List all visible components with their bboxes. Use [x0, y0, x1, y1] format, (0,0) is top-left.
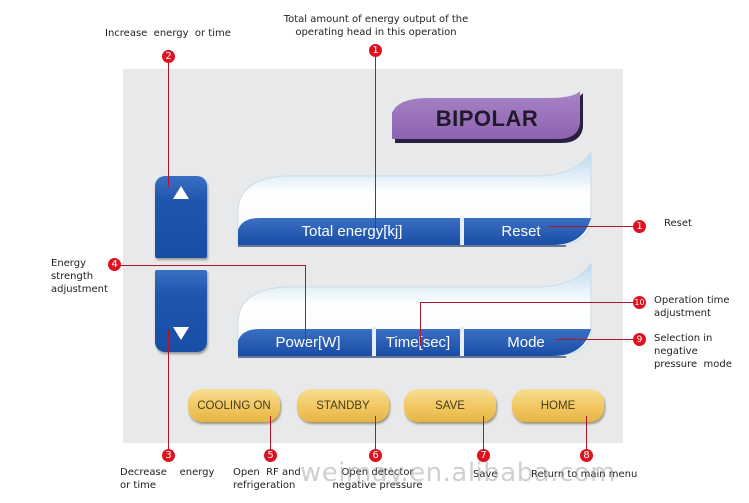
annotation-reset: Reset: [664, 218, 692, 229]
callout-number: 9: [633, 333, 646, 346]
watermark: weimay.en.alibaba.com: [300, 458, 616, 488]
total-energy-label: Total energy[kj]: [301, 223, 403, 240]
increase-button[interactable]: [155, 176, 207, 258]
standby-button[interactable]: STANDBY: [297, 389, 389, 422]
reset-button[interactable]: Reset: [501, 223, 541, 240]
home-button[interactable]: HOME: [512, 389, 604, 422]
time-field[interactable]: Time[sec]: [385, 334, 451, 351]
callout-number: 1: [633, 220, 646, 233]
power-field[interactable]: Power[W]: [275, 334, 341, 351]
annotation-mode: Selection in negative pressure mode: [654, 333, 732, 370]
display-window-shape: [237, 152, 592, 247]
callout-number: 2: [162, 50, 175, 63]
callout-number: 3: [162, 449, 175, 462]
annotation-cooling: Open RF and refrigeration: [233, 467, 304, 491]
annotation-decrease: Decrease energy or time: [120, 467, 218, 491]
callout-line: [483, 416, 484, 452]
callout-line: [305, 265, 306, 343]
mode-badge: BIPOLAR: [390, 91, 584, 143]
callout-line: [270, 416, 271, 452]
mode-button[interactable]: Mode: [507, 334, 545, 351]
annotation-increase: Increase energy or time: [105, 28, 231, 39]
callout-line: [375, 56, 376, 230]
annotation-save: Save: [473, 469, 498, 480]
callout-line: [556, 339, 636, 340]
callout-number: 4: [108, 258, 121, 271]
callout-number: 1: [369, 44, 382, 57]
callout-line: [420, 302, 636, 303]
callout-line: [548, 226, 636, 227]
callout-line: [168, 330, 169, 452]
callout-number: 5: [264, 449, 277, 462]
annotation-home: Return to main menu: [531, 469, 638, 480]
callout-line: [375, 416, 376, 452]
callout-number: 7: [477, 449, 490, 462]
annotation-energy-strength: Energy strength adjustment: [51, 258, 108, 295]
callout-line: [118, 265, 306, 266]
callout-number: 6: [369, 449, 382, 462]
callout-number: 8: [580, 449, 593, 462]
display-window-shape: [237, 263, 592, 358]
annotation-total-energy: Total amount of energy output of the ope…: [283, 14, 469, 38]
cooling-on-button[interactable]: COOLING ON: [188, 389, 280, 422]
mode-label: BIPOLAR: [435, 106, 539, 131]
decrease-button[interactable]: [155, 270, 207, 352]
callout-number: 10: [633, 296, 646, 309]
parameter-display: Power[W] Time[sec] Mode: [236, 263, 592, 359]
callout-line: [586, 416, 587, 452]
callout-line: [420, 302, 421, 346]
annotation-standby: Open detector negative pressure: [332, 467, 423, 491]
arrow-down-icon: [173, 327, 189, 340]
total-energy-display: Total energy[kj] Reset: [236, 152, 592, 248]
save-button[interactable]: SAVE: [404, 389, 496, 422]
callout-line: [168, 62, 169, 187]
arrow-up-icon: [173, 186, 189, 199]
mode-badge-shape: [392, 91, 583, 143]
annotation-time: Operation time adjustment: [654, 295, 730, 319]
